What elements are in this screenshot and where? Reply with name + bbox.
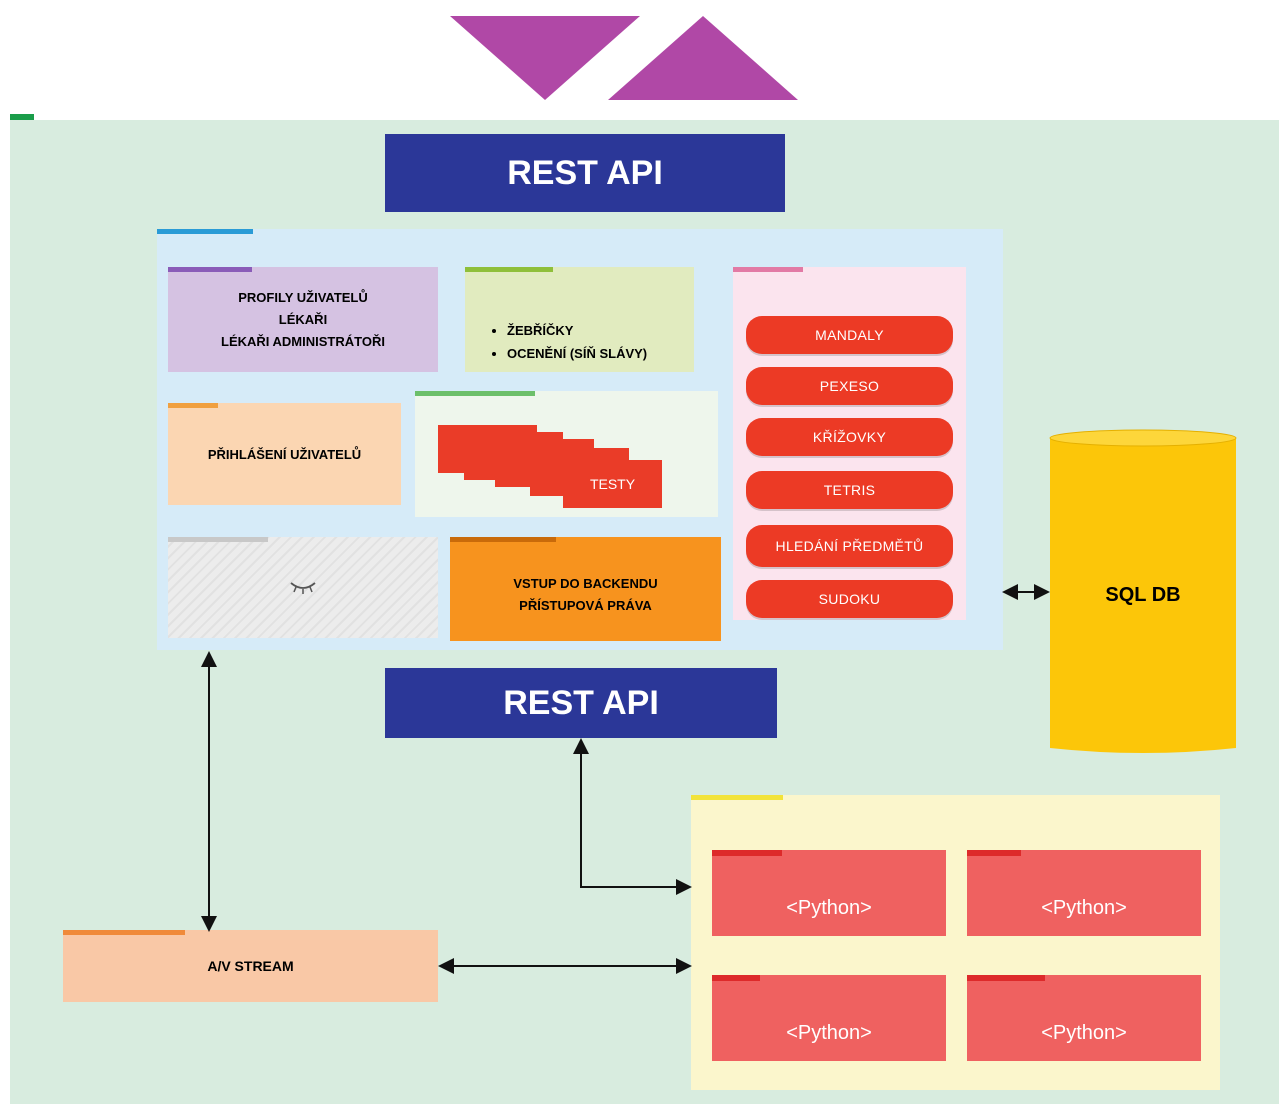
python-label: <Python> — [786, 1021, 872, 1044]
rest-api-bottom[interactable]: REST API — [385, 668, 777, 738]
av-stream-box[interactable]: A/V STREAM — [63, 930, 438, 1002]
python-label: <Python> — [1041, 896, 1127, 919]
rewards-item: OCENĚNÍ (SÍŇ SLÁVY) — [507, 342, 647, 365]
backend-line1: VSTUP DO BACKENDU — [513, 576, 658, 591]
python-label: <Python> — [786, 896, 872, 919]
canvas-tag — [10, 114, 34, 120]
closed-eye-icon — [290, 581, 316, 594]
tests-label: TESTY — [589, 476, 636, 492]
python-card[interactable]: <Python> — [967, 850, 1201, 936]
hidden-box — [168, 537, 438, 638]
login-tag — [168, 403, 218, 408]
backend-box[interactable]: VSTUP DO BACKENDU PŘÍSTUPOVÁ PRÁVA — [450, 537, 721, 641]
triangle-down-icon — [450, 16, 640, 100]
av-tag — [63, 930, 185, 935]
login-box[interactable]: PŘIHLÁŠENÍ UŽIVATELŮ — [168, 403, 401, 505]
sql-db-label: SQL DB — [1105, 583, 1181, 606]
av-stream-label: A/V STREAM — [207, 958, 294, 974]
profiles-line1: PROFILY UŽIVATELŮ — [238, 289, 368, 305]
panel-tag — [157, 229, 253, 234]
sql-db-cylinder[interactable] — [1048, 428, 1238, 758]
python-card[interactable]: <Python> — [712, 850, 946, 936]
profiles-line2: LÉKAŘI — [278, 311, 328, 327]
rewards-box[interactable]: ŽEBŘÍČKY OCENĚNÍ (SÍŇ SLÁVY) — [465, 267, 694, 372]
python-label: <Python> — [1041, 1021, 1127, 1044]
games-tag — [733, 267, 803, 272]
python-card[interactable]: <Python> — [712, 975, 946, 1061]
python-card-tag — [967, 850, 1021, 856]
test-card-front: TESTY — [563, 460, 662, 508]
rewards-item: ŽEBŘÍČKY — [507, 319, 647, 342]
backend-tag — [450, 537, 556, 542]
game-sudoku[interactable]: SUDOKU — [746, 580, 953, 618]
backend-line2: PŘÍSTUPOVÁ PRÁVA — [519, 598, 652, 613]
python-frame-tag — [691, 795, 783, 800]
triangle-decoration — [450, 16, 798, 100]
triangle-up-icon — [608, 16, 798, 100]
rest-api-top[interactable]: REST API — [385, 134, 785, 212]
tests-tag — [415, 391, 535, 396]
tests-box[interactable]: TESTY — [415, 391, 718, 517]
profiles-line3: LÉKAŘI ADMINISTRÁTOŘI — [221, 333, 385, 349]
game-pexeso[interactable]: PEXESO — [746, 367, 953, 405]
game-hledani-predmetu[interactable]: HLEDÁNÍ PŘEDMĚTŮ — [746, 525, 953, 567]
login-label: PŘIHLÁŠENÍ UŽIVATELŮ — [207, 446, 362, 462]
python-card[interactable]: <Python> — [967, 975, 1201, 1061]
python-card-tag — [967, 975, 1045, 981]
rewards-list: ŽEBŘÍČKY OCENĚNÍ (SÍŇ SLÁVY) — [491, 319, 647, 365]
profiles-box[interactable]: PROFILY UŽIVATELŮ LÉKAŘI LÉKAŘI ADMINIST… — [168, 267, 438, 372]
rewards-tag — [465, 267, 553, 272]
hidden-tag — [168, 537, 268, 542]
game-tetris[interactable]: TETRIS — [746, 471, 953, 509]
profiles-tag — [168, 267, 252, 272]
python-card-tag — [712, 850, 782, 856]
python-card-tag — [712, 975, 760, 981]
game-krizovky[interactable]: KŘÍŽOVKY — [746, 418, 953, 456]
game-mandaly[interactable]: MANDALY — [746, 316, 953, 354]
